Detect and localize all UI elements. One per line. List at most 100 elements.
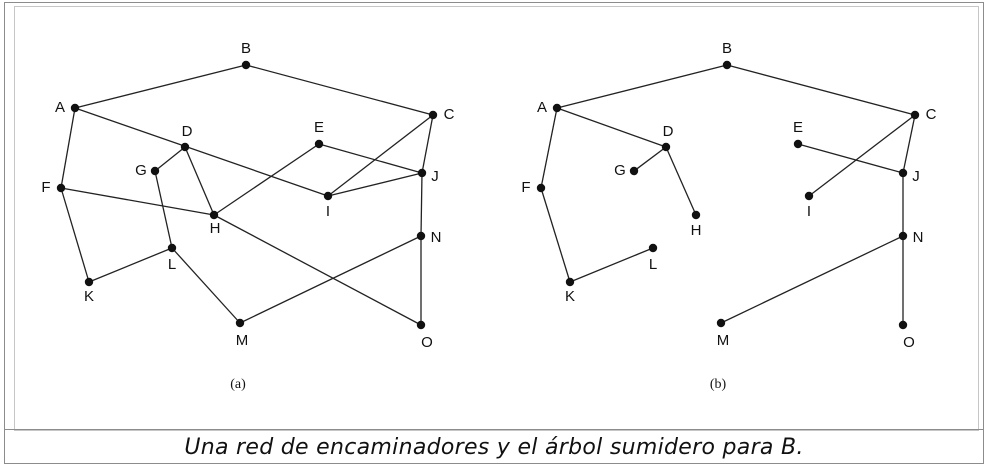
edge-h-o	[213, 214, 422, 326]
edge-b-c	[245, 64, 434, 116]
diagram-b-sink-tree: A B C D E F G H I J K L M N O (b)	[521, 40, 936, 392]
edge-d-h	[184, 146, 215, 216]
edge-i-j	[327, 172, 423, 197]
node-label-c: C	[926, 106, 937, 123]
node-label-j: J	[912, 168, 920, 185]
node-o	[416, 320, 426, 330]
figure-area	[14, 6, 979, 431]
node-h	[209, 210, 219, 220]
node-label-c: C	[444, 106, 455, 123]
node-label-m: M	[236, 332, 249, 349]
node-m	[235, 318, 245, 328]
edge-f-h	[60, 187, 215, 216]
network-diagrams: A B C D E F G H I J K L M N O (a) A B C D E F G H I J K L M N O (b)	[41, 40, 936, 392]
node-label-o: O	[421, 334, 433, 351]
node-b	[241, 60, 251, 70]
node-c	[910, 110, 920, 120]
edge-a-f	[60, 107, 76, 189]
figure-caption: Una red de encaminadores y el árbol sumi…	[184, 434, 804, 460]
diagram-sublabel: (a)	[230, 377, 246, 392]
node-label-d: D	[663, 123, 674, 140]
edge-e-j	[318, 143, 423, 174]
edge-c-i	[808, 114, 916, 197]
node-b	[722, 60, 732, 70]
node-label-b: B	[722, 40, 732, 57]
edge-e-j	[797, 143, 904, 174]
node-label-g: G	[614, 162, 626, 179]
diagram-a-router-network: A B C D E F G H I J K L M N O (a)	[41, 40, 454, 392]
edge-c-j	[421, 114, 434, 174]
node-label-l: L	[649, 256, 657, 273]
node-label-l: L	[168, 256, 176, 273]
node-m	[716, 318, 726, 328]
edge-l-g	[154, 170, 173, 249]
node-label-f: F	[41, 179, 50, 196]
node-j	[898, 168, 908, 178]
edge-a-d	[556, 107, 667, 148]
node-label-d: D	[182, 123, 193, 140]
node-d	[180, 142, 190, 152]
node-label-g: G	[135, 162, 147, 179]
node-label-f: F	[521, 179, 530, 196]
edge-d-h	[665, 146, 697, 216]
node-o	[898, 320, 908, 330]
node-label-o: O	[903, 334, 915, 351]
node-g	[150, 166, 160, 176]
node-j	[417, 168, 427, 178]
diagram-sublabel: (b)	[710, 377, 727, 392]
node-label-m: M	[717, 332, 730, 349]
node-e	[793, 139, 803, 149]
node-label-h: H	[691, 222, 702, 239]
edge-c-j	[902, 114, 916, 174]
node-label-e: E	[793, 119, 803, 136]
node-label-i: I	[807, 203, 811, 220]
node-label-a: A	[537, 99, 547, 116]
edge-a-f	[540, 107, 558, 189]
edge-j-n	[420, 172, 423, 237]
node-i	[804, 191, 814, 201]
node-f	[536, 183, 546, 193]
edge-k-l	[569, 247, 654, 283]
edge-k-l	[88, 247, 173, 283]
edge-a-b	[74, 64, 247, 109]
edge-m-n	[239, 235, 422, 324]
node-label-k: K	[565, 288, 575, 305]
node-a	[552, 103, 562, 113]
node-label-h: H	[210, 220, 221, 237]
edge-a-b	[556, 64, 728, 109]
node-n	[898, 231, 908, 241]
edge-f-k	[540, 187, 571, 283]
node-l	[167, 243, 177, 253]
node-n	[416, 231, 426, 241]
edge-h-e	[213, 143, 320, 216]
edge-n-m	[720, 235, 904, 324]
node-l	[648, 243, 658, 253]
edge-g-d	[154, 146, 186, 172]
node-k	[84, 277, 94, 287]
node-c	[428, 110, 438, 120]
figure-frame	[4, 2, 984, 464]
node-g	[629, 166, 639, 176]
caption-bar: Una red de encaminadores y el árbol sumi…	[4, 429, 984, 464]
node-d	[661, 142, 671, 152]
node-a	[70, 103, 80, 113]
node-h	[691, 210, 701, 220]
node-label-j: J	[431, 168, 439, 185]
node-label-i: I	[326, 203, 330, 220]
node-label-b: B	[241, 40, 251, 57]
node-e	[314, 139, 324, 149]
node-label-n: N	[431, 229, 442, 246]
node-k	[565, 277, 575, 287]
edge-d-g	[633, 146, 667, 172]
node-label-a: A	[55, 99, 65, 116]
edge-c-i	[327, 114, 434, 197]
edge-f-k	[60, 187, 90, 283]
edge-b-c	[726, 64, 916, 116]
node-f	[56, 183, 66, 193]
edge-l-m	[171, 247, 241, 324]
node-label-n: N	[913, 229, 924, 246]
edge-a-i	[74, 107, 329, 197]
node-label-k: K	[84, 288, 94, 305]
node-i	[323, 191, 333, 201]
node-label-e: E	[314, 119, 324, 136]
